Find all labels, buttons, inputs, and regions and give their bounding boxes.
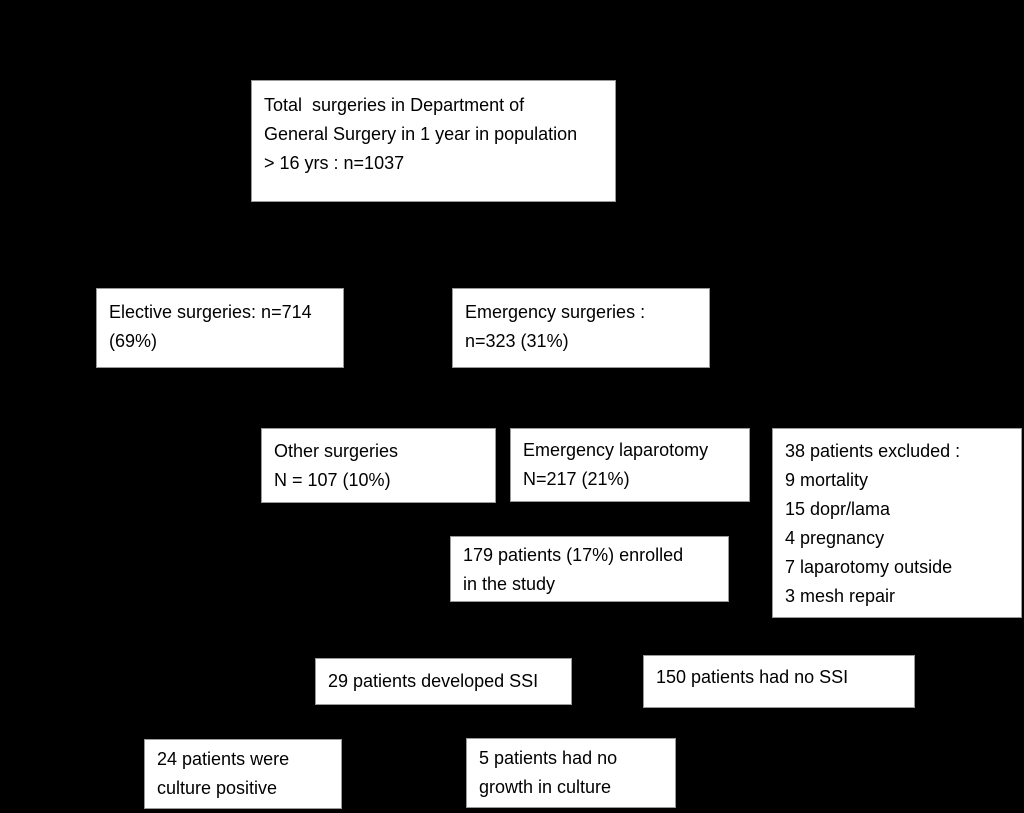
patients-excluded-box: 38 patients excluded : 9 mortality 15 do… (772, 428, 1022, 618)
box-text-line: Elective surgeries: n=714 (109, 302, 312, 322)
box-text-line: Total surgeries in Department of (264, 95, 525, 115)
box-text-line: 38 patients excluded : (785, 441, 961, 461)
box-text-line: 179 patients (17%) enrolled (463, 545, 684, 565)
box-text-line: > 16 yrs : n=1037 (264, 153, 405, 173)
box-text-line: n=323 (31%) (465, 331, 569, 351)
box-text-line: 9 mortality (785, 470, 869, 490)
no-growth-culture-box: 5 patients had no growth in culture (466, 738, 676, 808)
developed-ssi-box: 29 patients developed SSI (315, 658, 572, 705)
box-text-line: culture positive (157, 778, 278, 798)
box-text-line: 7 laparotomy outside (785, 557, 953, 577)
emergency-laparotomy-box: Emergency laparotomy N=217 (21%) (510, 428, 750, 502)
no-ssi-box: 150 patients had no SSI (643, 655, 915, 708)
emergency-surgeries-box: Emergency surgeries : n=323 (31%) (452, 288, 710, 368)
box-text-line: growth in culture (479, 777, 612, 797)
total-surgeries-box: Total surgeries in Department of General… (251, 80, 616, 202)
culture-positive-box: 24 patients were culture positive (144, 739, 342, 809)
box-text-line: 150 patients had no SSI (656, 667, 849, 687)
box-text-line: Emergency surgeries : (465, 302, 646, 322)
other-surgeries-box: Other surgeries N = 107 (10%) (261, 428, 496, 503)
box-text-line: 15 dopr/lama (785, 499, 891, 519)
box-text-line: 3 mesh repair (785, 586, 896, 606)
box-text-line: Emergency laparotomy (523, 440, 709, 460)
box-text-line: 24 patients were (157, 749, 290, 769)
box-text-line: 5 patients had no (479, 748, 618, 768)
box-text-line: N=217 (21%) (523, 469, 630, 489)
box-text-line: Other surgeries (274, 441, 399, 461)
box-text-line: (69%) (109, 331, 158, 351)
box-text-line: General Surgery in 1 year in population (264, 124, 578, 144)
box-text-line: N = 107 (10%) (274, 470, 391, 490)
box-text-line: 4 pregnancy (785, 528, 885, 548)
elective-surgeries-box: Elective surgeries: n=714 (69%) (96, 288, 344, 368)
box-text-line: 29 patients developed SSI (328, 671, 539, 691)
box-text-line: in the study (463, 574, 556, 594)
patients-enrolled-box: 179 patients (17%) enrolled in the study (450, 536, 729, 602)
